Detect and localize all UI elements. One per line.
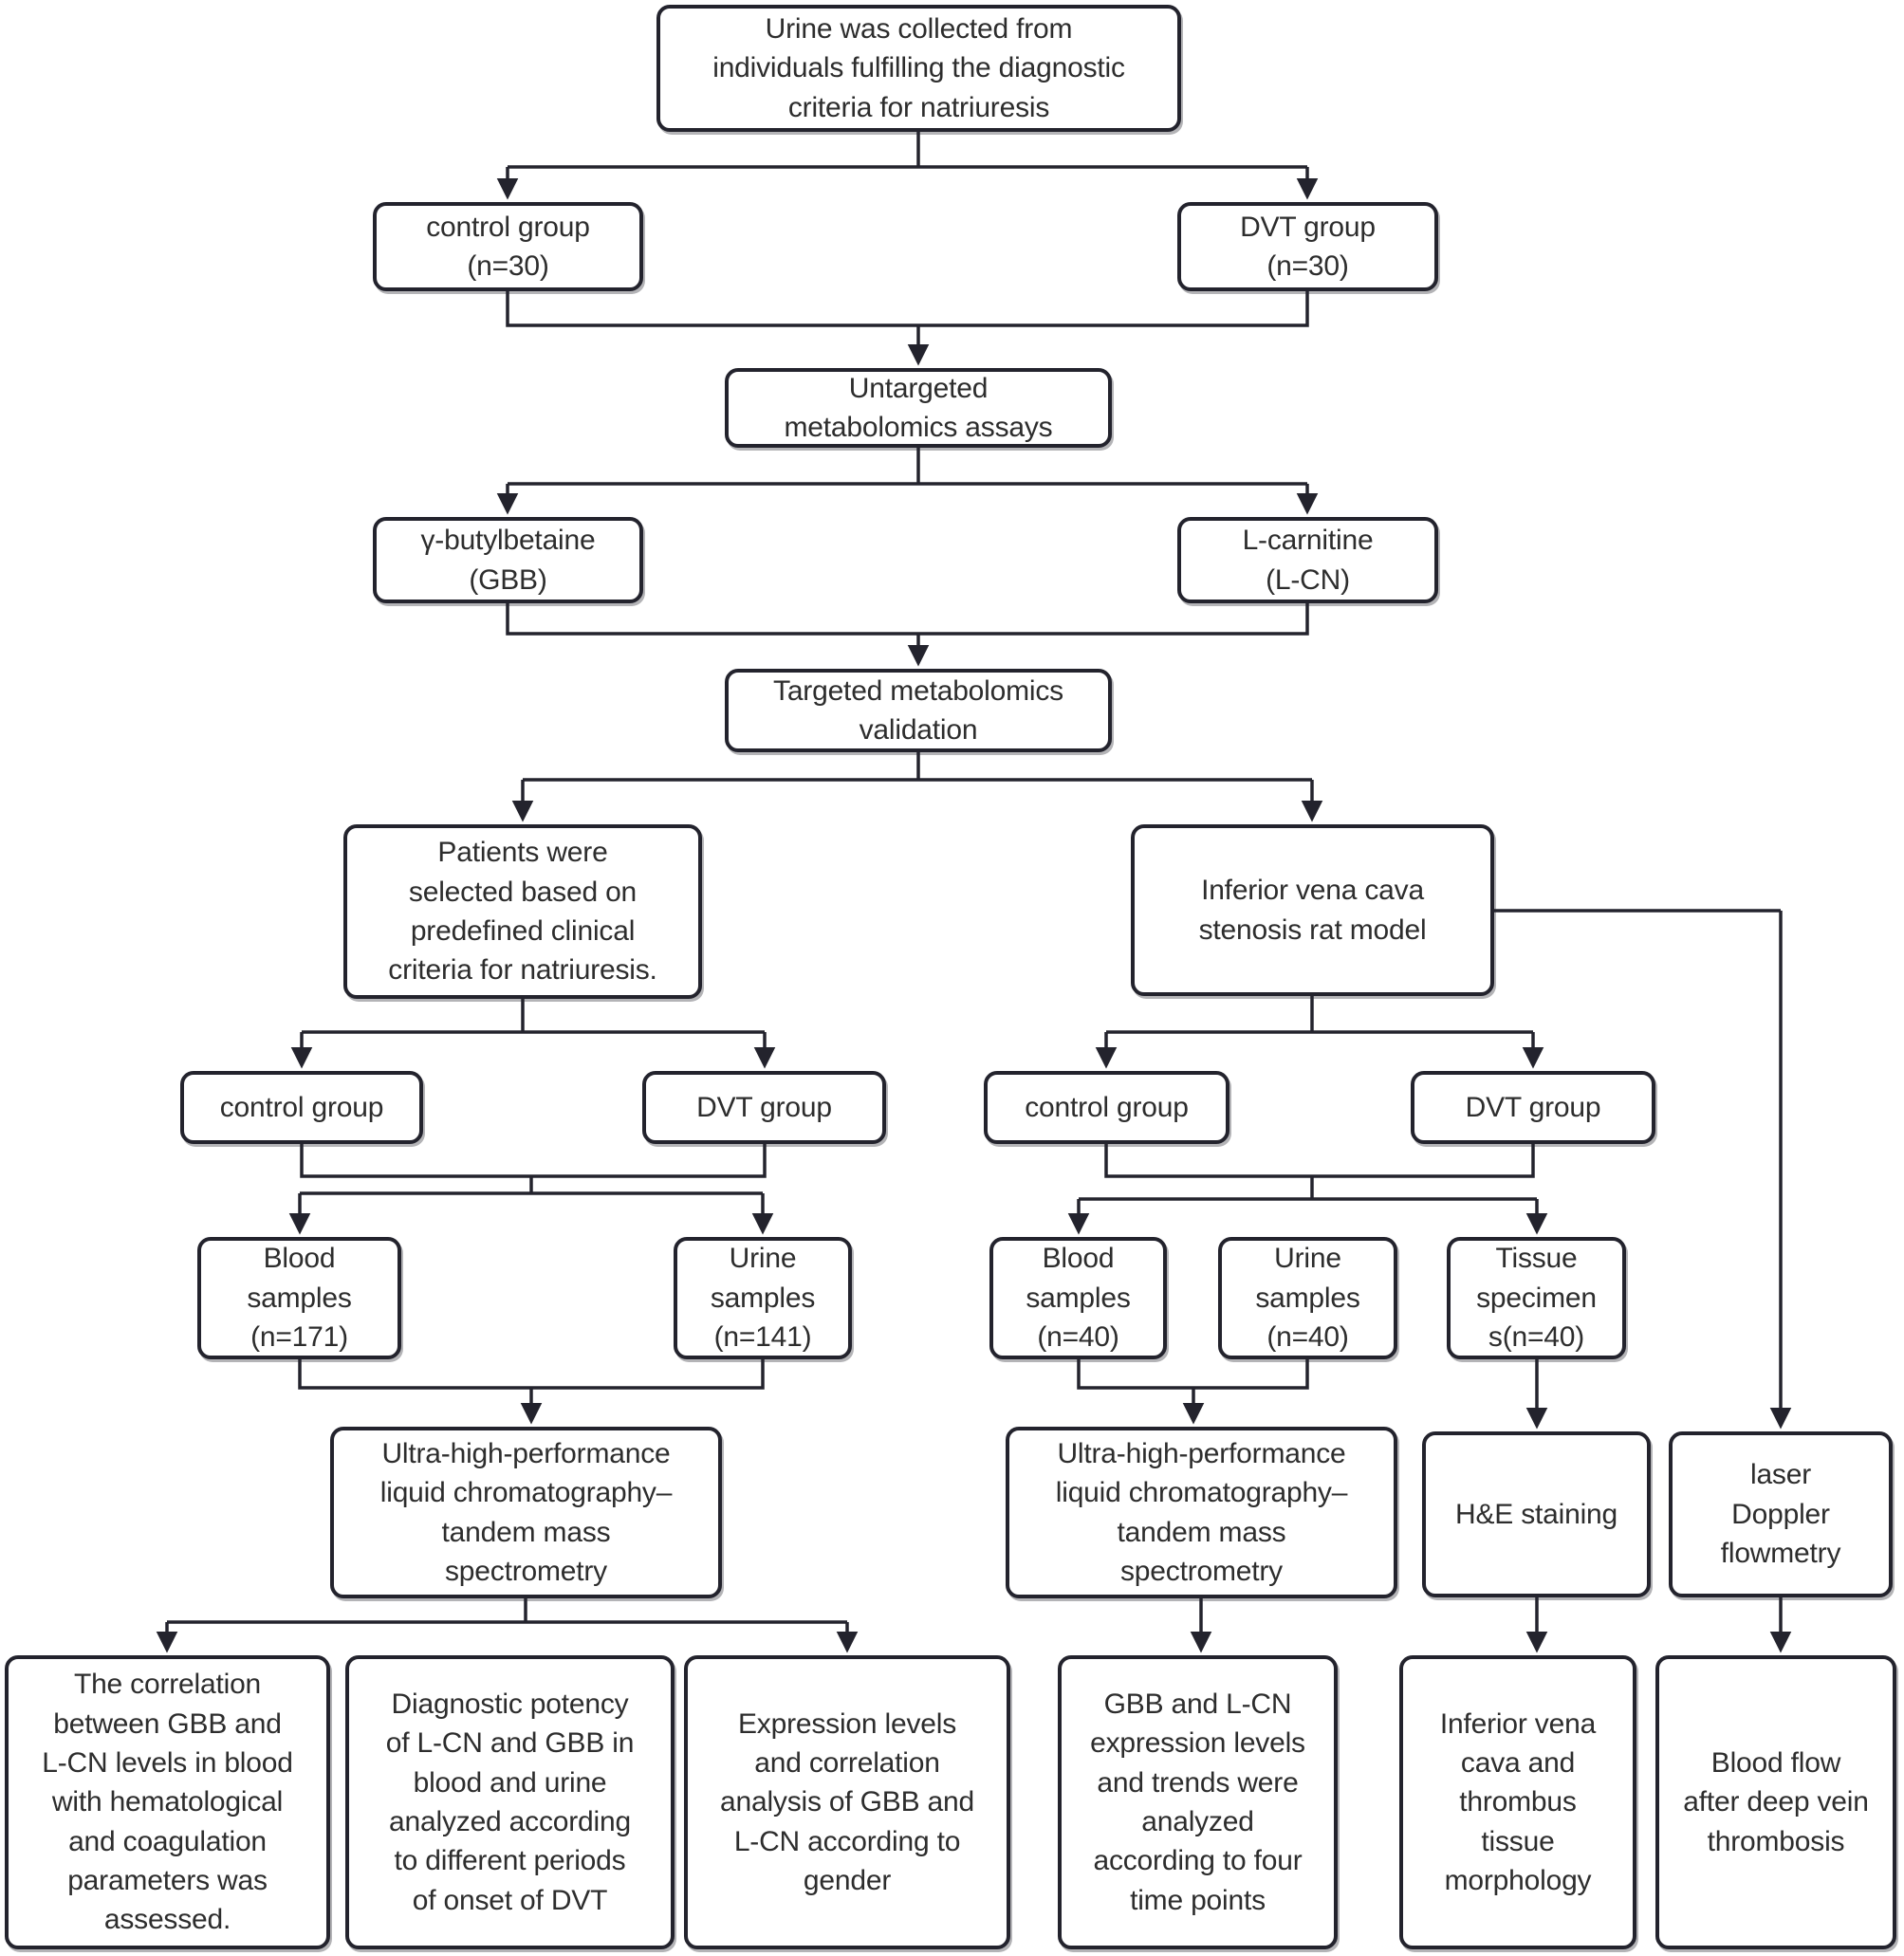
- node-uhplc-rat: Ultra-high-performance liquid chromatogr…: [1006, 1427, 1397, 1598]
- node-gbb: γ-butylbetaine (GBB): [373, 517, 643, 603]
- node-dvt-group-clinical: DVT group: [642, 1071, 886, 1144]
- node-uhplc-human-label: Ultra-high-performance liquid chromatogr…: [379, 1437, 673, 1587]
- node-control-group-human-label: control group (n=30): [426, 211, 590, 282]
- node-urine-samples-human-label: Urine samples (n=141): [710, 1243, 816, 1354]
- node-control-group-rat-label: control group: [1025, 1091, 1189, 1123]
- node-rat-model-label: Inferior vena cava stenosis rat model: [1198, 875, 1427, 946]
- node-uhplc-rat-label: Ultra-high-performance liquid chromatogr…: [1055, 1437, 1348, 1587]
- node-patients-selected: Patients were selected based on predefin…: [343, 824, 702, 999]
- node-outcome-gender: Expression levels and correlation analys…: [684, 1655, 1010, 1949]
- node-lcn-label: L-carnitine (L-CN): [1242, 525, 1374, 596]
- node-outcome-correlation-blood-label: The correlation between GBB and L-CN lev…: [42, 1669, 293, 1936]
- node-tissue-specimens-rat: Tissue specimen s(n=40): [1447, 1237, 1626, 1359]
- node-outcome-diagnostic-potency: Diagnostic potency of L-CN and GBB in bl…: [345, 1655, 675, 1949]
- node-blood-samples-rat-label: Blood samples (n=40): [1026, 1243, 1131, 1354]
- node-outcome-gender-label: Expression levels and correlation analys…: [719, 1707, 975, 1897]
- node-tissue-specimens-rat-label: Tissue specimen s(n=40): [1476, 1243, 1597, 1354]
- node-dvt-group-rat-label: DVT group: [1465, 1091, 1601, 1123]
- node-dvt-group-clinical-label: DVT group: [696, 1091, 832, 1123]
- node-urine-samples-rat: Urine samples (n=40): [1218, 1237, 1397, 1359]
- node-untargeted-metabolomics-label: Untargeted metabolomics assays: [784, 372, 1053, 443]
- node-urine-collected: Urine was collected from individuals ful…: [656, 5, 1181, 132]
- node-dvt-group-human-label: DVT group (n=30): [1240, 211, 1376, 282]
- node-untargeted-metabolomics: Untargeted metabolomics assays: [725, 368, 1112, 448]
- node-dvt-group-human: DVT group (n=30): [1177, 202, 1438, 291]
- node-gbb-label: γ-butylbetaine (GBB): [420, 525, 596, 596]
- node-lcn: L-carnitine (L-CN): [1177, 517, 1438, 603]
- node-targeted-metabolomics-label: Targeted metabolomics validation: [773, 674, 1063, 746]
- node-laser-doppler-label: laser Doppler flowmetry: [1720, 1459, 1841, 1570]
- node-control-group-clinical: control group: [180, 1071, 423, 1144]
- node-blood-samples-human: Blood samples (n=171): [197, 1237, 401, 1359]
- node-control-group-human: control group (n=30): [373, 202, 643, 291]
- node-urine-samples-rat-label: Urine samples (n=40): [1255, 1243, 1360, 1354]
- node-he-staining: H&E staining: [1422, 1431, 1651, 1597]
- node-outcome-diagnostic-potency-label: Diagnostic potency of L-CN and GBB in bl…: [385, 1688, 635, 1916]
- node-control-group-rat: control group: [984, 1071, 1229, 1144]
- node-outcome-time-points: GBB and L-CN expression levels and trend…: [1058, 1655, 1338, 1949]
- node-targeted-metabolomics: Targeted metabolomics validation: [725, 669, 1112, 752]
- node-dvt-group-rat: DVT group: [1411, 1071, 1655, 1144]
- node-uhplc-human: Ultra-high-performance liquid chromatogr…: [330, 1427, 722, 1598]
- node-outcome-blood-flow: Blood flow after deep vein thrombosis: [1655, 1655, 1896, 1949]
- node-patients-selected-label: Patients were selected based on predefin…: [388, 837, 657, 987]
- node-rat-model: Inferior vena cava stenosis rat model: [1131, 824, 1494, 996]
- node-blood-samples-rat: Blood samples (n=40): [989, 1237, 1167, 1359]
- node-urine-collected-label: Urine was collected from individuals ful…: [712, 12, 1125, 123]
- node-outcome-correlation-blood: The correlation between GBB and L-CN lev…: [5, 1655, 330, 1949]
- node-outcome-blood-flow-label: Blood flow after deep vein thrombosis: [1683, 1746, 1869, 1857]
- node-control-group-clinical-label: control group: [219, 1091, 384, 1123]
- node-outcome-morphology-label: Inferior vena cava and thrombus tissue m…: [1439, 1707, 1597, 1897]
- node-he-staining-label: H&E staining: [1454, 1498, 1618, 1530]
- node-blood-samples-human-label: Blood samples (n=171): [247, 1243, 352, 1354]
- node-outcome-time-points-label: GBB and L-CN expression levels and trend…: [1090, 1688, 1305, 1916]
- node-outcome-morphology: Inferior vena cava and thrombus tissue m…: [1399, 1655, 1636, 1949]
- node-urine-samples-human: Urine samples (n=141): [674, 1237, 852, 1359]
- node-laser-doppler: laser Doppler flowmetry: [1669, 1431, 1893, 1597]
